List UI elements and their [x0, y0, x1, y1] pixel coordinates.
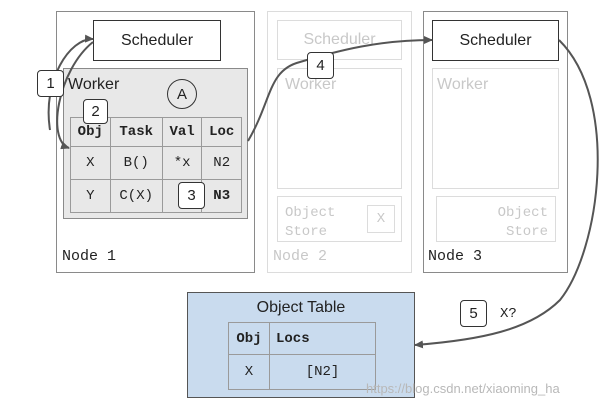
header-val: Val: [161, 117, 203, 147]
step-badge-5: 5: [460, 300, 487, 327]
cell-loc: N2: [201, 146, 242, 180]
node-2-object-store-label: Object Store: [285, 205, 336, 240]
header-task: Task: [109, 117, 163, 147]
watermark: https://blog.csdn.net/xiaoming_ha: [366, 381, 560, 396]
node-3-object-store-label: Object Store: [497, 205, 548, 240]
node-3-label: Node 3: [428, 248, 483, 265]
node-1-worker-label: Worker: [68, 76, 120, 93]
object-x-label: X: [376, 211, 386, 227]
header-obj: Obj: [228, 322, 270, 355]
node-1-scheduler-label: Scheduler: [120, 31, 194, 49]
cell-loc: N3: [201, 179, 242, 213]
query-label: X?: [500, 306, 517, 322]
worker-table: Obj Task Val Loc X B() *x N2 Y C(X) N3: [70, 117, 242, 213]
worker-marker-a: A: [167, 79, 197, 109]
node-3-worker-label: Worker: [437, 76, 489, 93]
step-5-label: 5: [469, 305, 478, 322]
step-1-label: 1: [46, 75, 55, 92]
node-3-scheduler: Scheduler: [432, 20, 559, 61]
node-2-label: Node 2: [273, 248, 328, 265]
cell-obj: X: [228, 354, 270, 390]
header-locs: Locs: [269, 322, 376, 355]
node-2-scheduler-label: Scheduler: [303, 31, 376, 48]
object-table-grid: Obj Locs X [N2]: [228, 322, 376, 390]
node-1-scheduler: Scheduler: [93, 20, 221, 61]
cell-val: *x: [161, 146, 203, 180]
cell-obj: Y: [70, 179, 111, 213]
table-row: Y C(X) N3: [70, 179, 242, 213]
step-badge-3: 3: [178, 182, 205, 209]
cell-obj: X: [70, 146, 111, 180]
step-3-label: 3: [187, 187, 196, 204]
cell-task: B(): [109, 146, 163, 180]
cell-task: C(X): [109, 179, 163, 213]
table-row: X [N2]: [228, 354, 376, 390]
node-3-scheduler-label: Scheduler: [459, 31, 532, 49]
object-table-header: Obj Locs: [228, 322, 376, 355]
object-table-title: Object Table: [256, 299, 346, 316]
cell-locs: [N2]: [269, 354, 376, 390]
step-badge-2: 2: [83, 99, 108, 124]
worker-marker-a-label: A: [176, 85, 187, 103]
step-2-label: 2: [91, 103, 100, 120]
object-x-in-store: X: [367, 205, 395, 233]
node-2-scheduler: Scheduler: [277, 20, 402, 60]
step-badge-1: 1: [37, 70, 64, 97]
table-row: X B() *x N2: [70, 146, 242, 180]
step-badge-4: 4: [307, 52, 334, 79]
node-1-label: Node 1: [62, 248, 117, 265]
step-4-label: 4: [316, 57, 325, 74]
header-loc: Loc: [201, 117, 242, 147]
